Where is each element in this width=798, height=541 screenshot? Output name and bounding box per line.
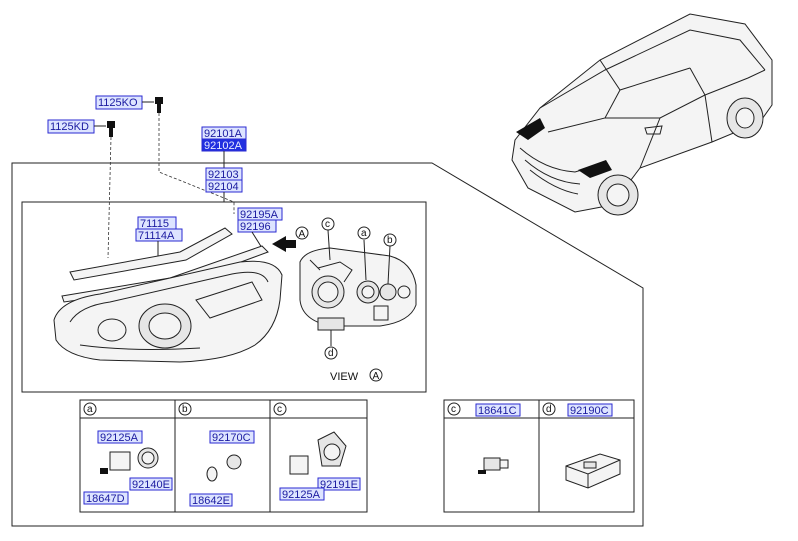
ballast-d [565,453,621,489]
callout-A[interactable]: A [295,226,309,240]
svg-text:92196: 92196 [240,221,271,233]
bulb-b [206,466,218,482]
cell-a-header: a [83,402,97,416]
cell-c2-header: c [447,402,461,416]
svg-text:d: d [328,348,334,359]
label-92195A-92196[interactable]: 92195A 92196 [237,207,283,233]
svg-text:A: A [373,371,380,382]
svg-text:92190C: 92190C [570,405,609,417]
svg-text:a: a [87,404,93,415]
lamp-rear-view [299,247,417,331]
label-92125A-a[interactable]: 92125A [97,430,143,444]
label-18642E[interactable]: 18642E [189,493,233,507]
cell-c-header: c [273,402,287,416]
svg-text:18647D: 18647D [86,493,125,505]
subassembly-table-abc [79,399,368,513]
headlamp-assembly [53,227,283,363]
label-92170C[interactable]: 92170C [209,430,255,444]
label-71115-71114A[interactable]: 71115 71114A [135,216,183,242]
bolt-1125KO [155,97,163,113]
svg-text:c: c [325,219,330,230]
view-arrow-icon [272,236,296,252]
bulb-a [100,468,108,474]
svg-text:d: d [546,404,552,415]
label-18647D[interactable]: 18647D [83,491,129,505]
gasket-c [289,455,309,475]
svg-text:92125A: 92125A [282,489,321,501]
callout-a-view[interactable]: a [357,226,371,240]
label-1125KO[interactable]: 1125KO [95,95,143,110]
svg-text:A: A [299,229,306,240]
cell-b-header: b [178,402,192,416]
subassembly-table-cd [443,399,635,513]
callout-d-view[interactable]: d [324,346,338,360]
svg-text:b: b [387,235,393,246]
svg-text:92170C: 92170C [212,432,251,444]
vehicle-illustration [511,13,773,216]
outer-frame [11,162,644,527]
svg-text:a: a [361,228,367,239]
svg-text:92195A: 92195A [240,209,279,221]
svg-text:1125KO: 1125KO [98,97,138,109]
cell-d-header: d [542,402,556,416]
svg-text:92102A: 92102A [204,140,243,152]
svg-text:92191E: 92191E [320,479,358,491]
label-92190C[interactable]: 92190C [567,403,613,417]
svg-text:92125A: 92125A [100,432,139,444]
svg-text:1125KD: 1125KD [50,121,89,133]
svg-text:c: c [451,404,456,415]
svg-text:b: b [182,404,188,415]
svg-text:VIEW: VIEW [330,371,359,383]
label-18641C[interactable]: 18641C [475,403,521,417]
svg-text:92103: 92103 [208,169,239,181]
label-92103-92104[interactable]: 92103 92104 [205,167,243,193]
svg-text:c: c [277,404,282,415]
label-92101A-92102A[interactable]: 92101A 92102A [201,126,247,152]
svg-text:18642E: 18642E [192,495,230,507]
gasket-a [109,451,131,471]
label-92125A-c[interactable]: 92125A [279,487,325,501]
svg-text:18641C: 18641C [478,405,517,417]
callout-c-view[interactable]: c [321,217,335,231]
svg-text:92140E: 92140E [132,479,170,491]
socket-b [226,454,242,470]
bolt-1125KD [107,121,115,137]
svg-text:71114A: 71114A [138,230,175,242]
hid-bulb-c [478,457,509,474]
view-a-label: VIEW A [330,368,383,383]
svg-text:71115: 71115 [140,218,169,230]
label-1125KD[interactable]: 1125KD [47,119,95,134]
label-92140E[interactable]: 92140E [129,477,173,491]
svg-text:92104: 92104 [208,181,239,193]
svg-text:92101A: 92101A [204,128,243,140]
callout-b-view[interactable]: b [383,233,397,247]
label-92191E[interactable]: 92191E [317,477,361,491]
